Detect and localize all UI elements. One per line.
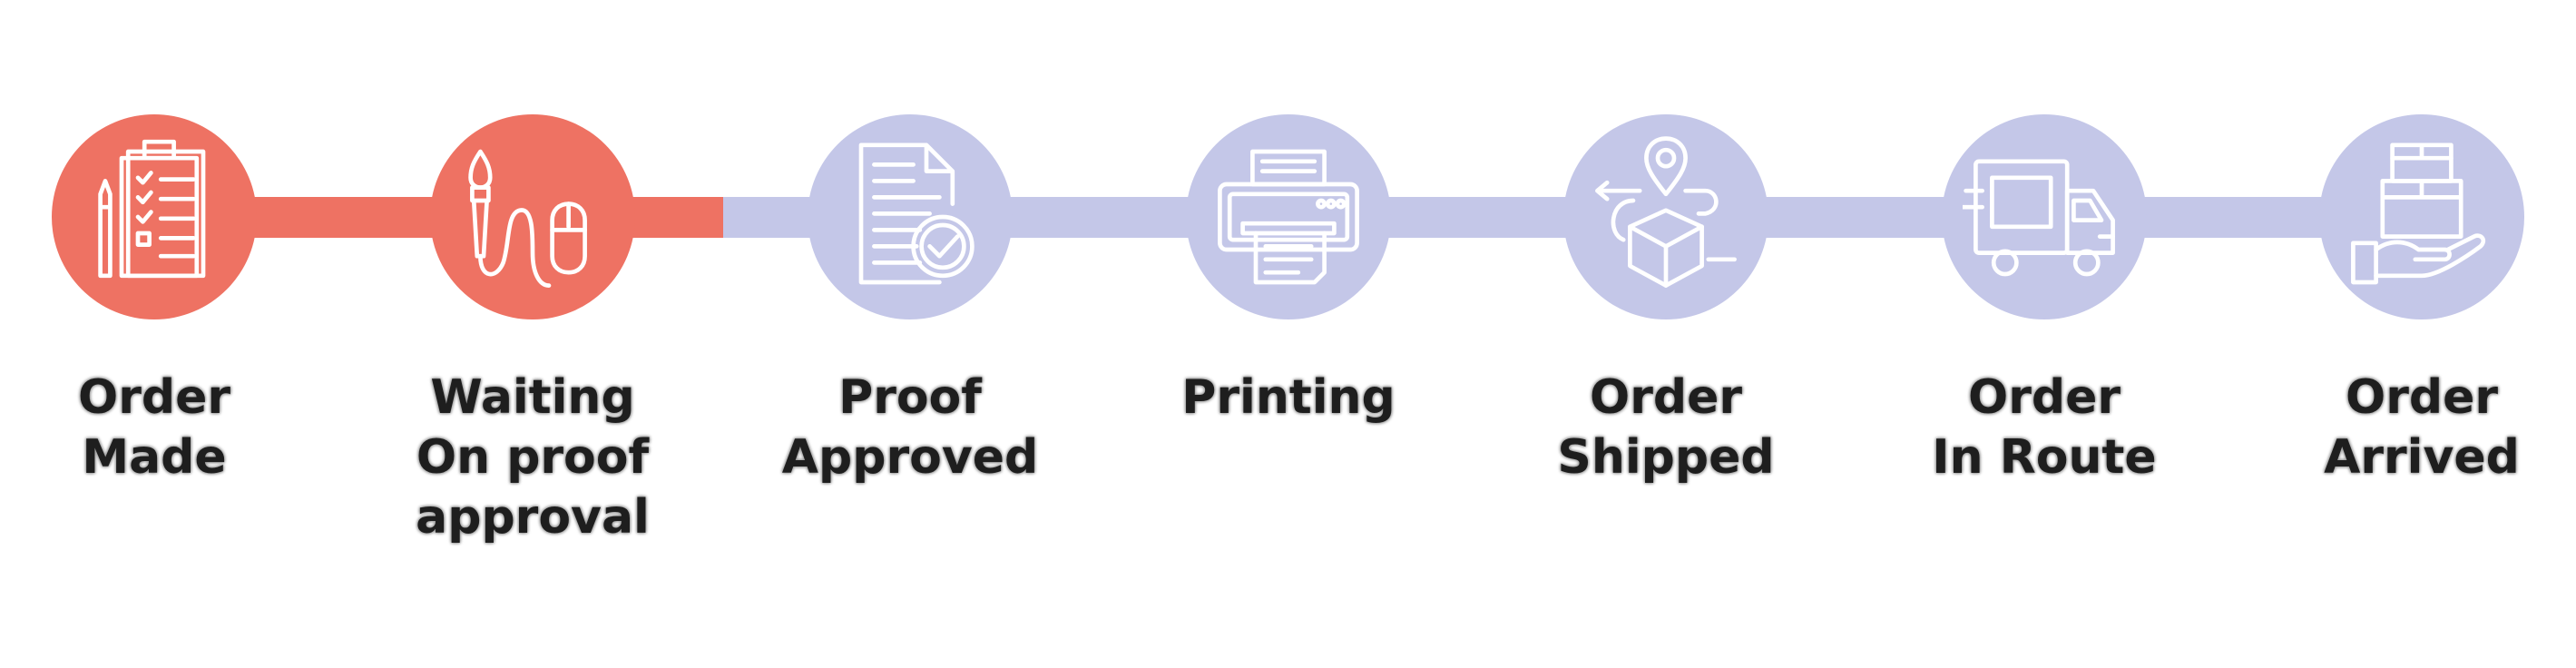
step-label-line: Arrived: [2324, 430, 2520, 485]
step-label-order-in-route: Order In Route: [1890, 368, 2199, 487]
step-order-arrived: [2319, 114, 2524, 319]
step-label-line: Printing: [1181, 370, 1396, 425]
step-label-line: Approved: [781, 430, 1039, 485]
step-label-printing: Printing: [1134, 368, 1443, 427]
step-label-line: In Route: [1932, 430, 2157, 485]
step-label-line: On proof: [416, 430, 650, 485]
step-label-line: Order: [1968, 370, 2121, 425]
step-label-line: approval: [416, 490, 650, 545]
step-label-line: Order: [1590, 370, 1742, 425]
step-label-order-shipped: Order Shipped: [1512, 368, 1820, 487]
document-check-icon: [858, 142, 975, 285]
step-label-line: Made: [82, 430, 227, 485]
step-order-in-route: [1942, 114, 2147, 319]
step-label-line: Proof: [838, 370, 982, 425]
box-location-icon: [1595, 136, 1737, 288]
step-waiting-on-proof-approval: [430, 114, 635, 319]
printer-icon: [1218, 149, 1359, 285]
step-label-proof-approved: Proof Approved: [756, 368, 1064, 487]
package-hand-icon: [2351, 142, 2486, 285]
step-label-waiting-on-proof-approval: Waiting On proof approval: [378, 368, 687, 547]
step-printing: [1186, 114, 1391, 319]
step-label-line: Shipped: [1557, 430, 1775, 485]
step-order-made: [52, 114, 257, 319]
step-label-line: Order: [2346, 370, 2498, 425]
step-proof-approved: [808, 114, 1013, 319]
clipboard-checklist-icon: [98, 139, 206, 279]
paintbrush-mouse-icon: [468, 149, 587, 288]
step-label-order-arrived: Order Arrived: [2267, 368, 2576, 487]
step-label-line: Order: [78, 370, 230, 425]
delivery-truck-icon: [1963, 159, 2115, 277]
step-order-shipped: [1563, 114, 1768, 319]
step-label-line: Waiting: [430, 370, 635, 425]
step-label-order-made: Order Made: [0, 368, 309, 487]
